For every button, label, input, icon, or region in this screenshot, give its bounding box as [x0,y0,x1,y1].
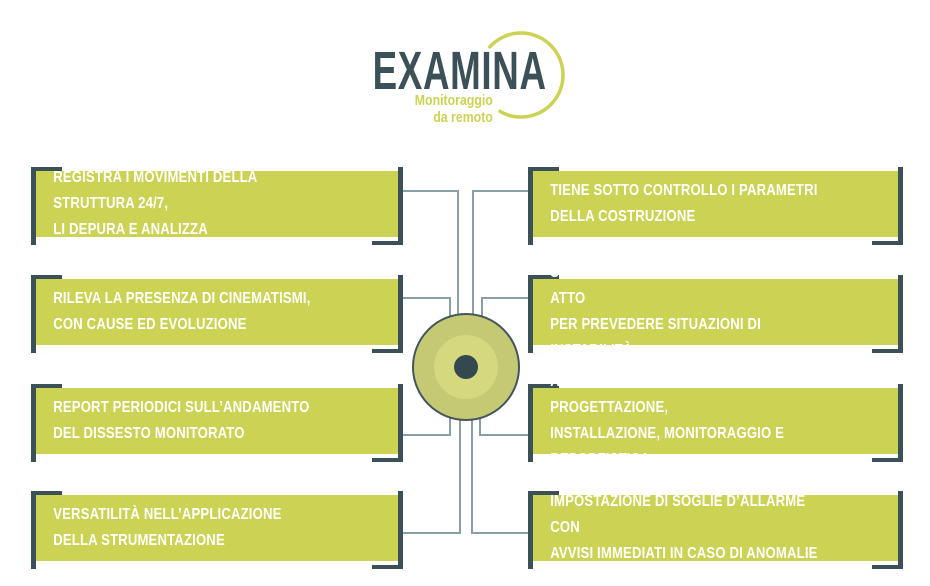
feature-box-label: REGISTRA I MOVIMENTI DELLA STRUTTURA 24/… [53,169,257,238]
feature-box-report-periodici: REPORT PERIODICI SULL’ANDAMENTO DEL DISS… [31,384,403,462]
target-hub-icon [412,313,520,421]
feature-box-versatilita: VERSATILITÀ NELL’APPLICAZIONE DELLA STRU… [31,491,403,569]
feature-box-stima-evoluzione: STIMA L’EVOLUZIONE DEL FENOMENO IN ATTO … [528,264,903,359]
feature-box-label: REPORT PERIODICI SULL’ANDAMENTO DEL DISS… [53,399,310,442]
target-inner-ring [434,335,498,399]
feature-box-label: RILEVA LA PRESENZA DI CINEMATISMI, CON C… [53,290,311,333]
logo-subtitle: Monitoraggio da remoto [414,93,493,126]
feature-box-label: TIENE SOTTO CONTROLLO I PARAMETRI DELLA … [550,182,818,225]
feature-box-assistenza-completa: ASSISTENZA COMPLETA: PROGETTAZIONE, INST… [528,373,903,468]
feature-box-rileva-cinematismi: RILEVA LA PRESENZA DI CINEMATISMI, CON C… [31,275,403,353]
feature-box-label: ASSISTENZA COMPLETA: PROGETTAZIONE, INST… [550,373,785,468]
feature-box-label: VERSATILITÀ NELL’APPLICAZIONE DELLA STRU… [53,506,282,549]
feature-box-soglie-allarme: IMPOSTAZIONE DI SOGLIE D’ALLARME CON AVV… [528,491,903,569]
feature-box-controllo-parametri: TIENE SOTTO CONTROLLO I PARAMETRI DELLA … [528,167,903,245]
feature-box-label: IMPOSTAZIONE DI SOGLIE D’ALLARME CON AVV… [550,493,818,562]
feature-box-label: STIMA L’EVOLUZIONE DEL FENOMENO IN ATTO … [550,264,822,359]
feature-box-registra-movimenti: REGISTRA I MOVIMENTI DELLA STRUTTURA 24/… [31,167,403,245]
target-center-dot [454,355,478,379]
